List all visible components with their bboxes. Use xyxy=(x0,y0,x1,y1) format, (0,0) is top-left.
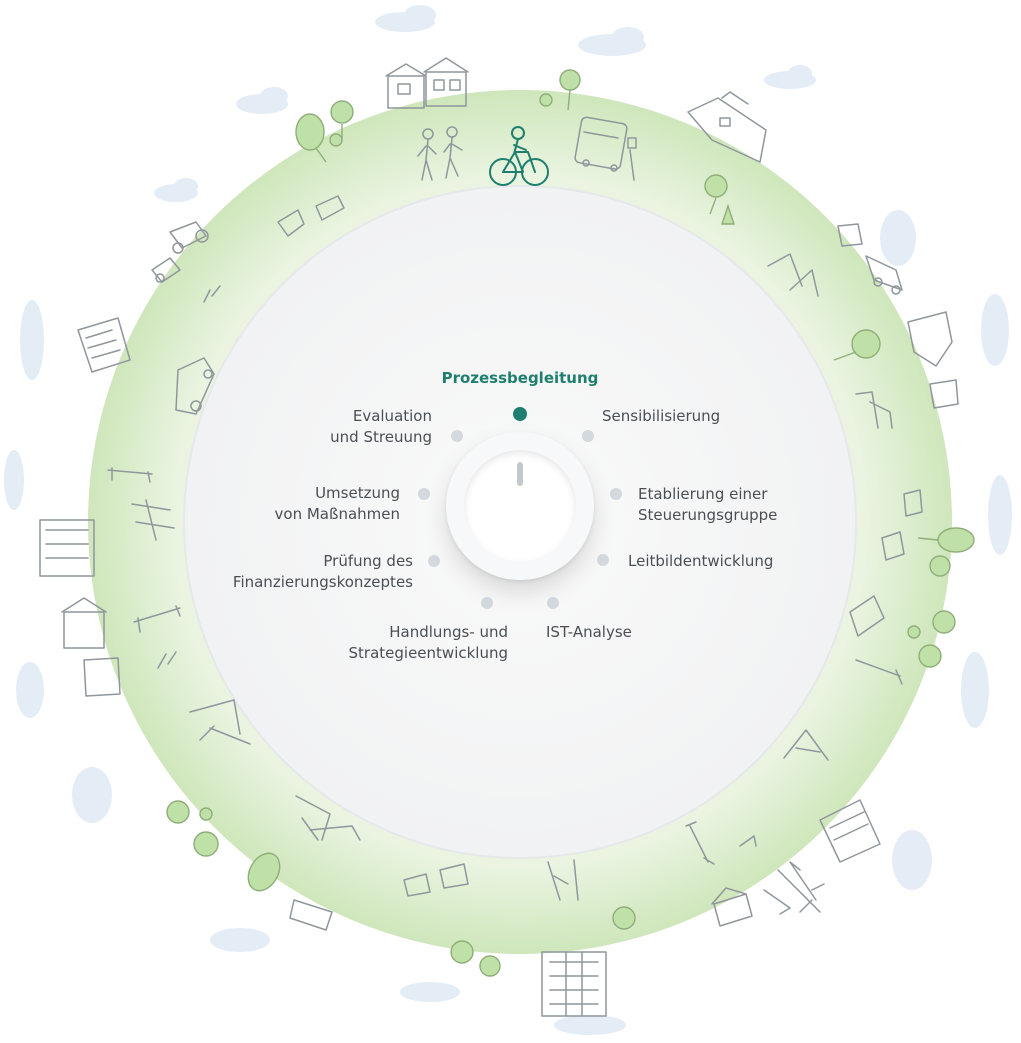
apartment-building-icon xyxy=(39,519,95,577)
car-icon xyxy=(929,379,959,409)
truck-icon xyxy=(83,657,121,697)
people-walking-icon xyxy=(767,253,819,297)
tree-icon xyxy=(539,69,581,111)
cloud-icon xyxy=(375,5,436,32)
crane-icon xyxy=(763,861,825,915)
cow-icon xyxy=(277,195,345,237)
step-label-sensibilisierung[interactable]: Sensibilisierung xyxy=(602,407,721,425)
tree-icon xyxy=(329,100,354,147)
bicycle-icon xyxy=(489,126,549,186)
step-label-leitbildentwicklung[interactable]: Leitbildentwicklung xyxy=(628,552,774,570)
houses-icon xyxy=(61,597,107,649)
step-dot-ist-analyse[interactable] xyxy=(547,597,559,609)
tree-icon xyxy=(917,527,975,577)
tree-icon xyxy=(612,906,636,930)
truck-icon xyxy=(865,255,903,295)
people-walking-icon xyxy=(189,699,251,745)
cloud-icon xyxy=(400,982,460,1002)
cloud-icon xyxy=(880,210,916,266)
step-label-evaluation[interactable]: Evaluation und Streuung xyxy=(330,407,432,446)
car-icon xyxy=(849,595,885,637)
cloud-icon xyxy=(578,27,646,56)
plant-icon xyxy=(739,835,757,847)
cloud-icon xyxy=(981,294,1009,366)
apartment-building-icon xyxy=(541,951,607,1017)
people-walking-icon xyxy=(417,126,463,181)
step-dot-evaluation[interactable] xyxy=(451,430,463,442)
cloud-icon xyxy=(554,1015,626,1035)
cloud-icon xyxy=(4,450,24,510)
step-label-steuerungsgruppe[interactable]: Etablierung einer Steuerungsgruppe xyxy=(638,485,778,524)
car-icon xyxy=(175,357,215,415)
step-dot-prozessbegleitung[interactable] xyxy=(513,407,527,421)
people-walking-icon xyxy=(131,499,175,541)
clouds xyxy=(4,5,1012,1035)
trees xyxy=(166,69,975,977)
tree-icon xyxy=(833,329,881,361)
apartment-building-icon xyxy=(77,317,131,373)
step-dot-steuerungsgruppe[interactable] xyxy=(610,488,622,500)
tree-icon xyxy=(450,940,501,977)
people-walking-icon xyxy=(295,795,361,841)
knob-pointer xyxy=(517,462,523,486)
cloud-icon xyxy=(20,300,44,380)
step-dot-handlungs-strategie[interactable] xyxy=(481,597,493,609)
cloud-icon xyxy=(988,475,1012,555)
cloud-icon xyxy=(892,830,932,890)
tree-icon xyxy=(166,800,219,857)
cow-icon xyxy=(881,489,923,561)
ring-icons xyxy=(39,57,959,1017)
step-label-finanzierung[interactable]: Prüfung des Finanzierungskonzeptes xyxy=(232,552,413,591)
cow-icon xyxy=(403,863,469,897)
tractor-icon xyxy=(151,221,209,283)
cloud-icon xyxy=(961,652,989,728)
selector-knob[interactable] xyxy=(446,432,594,580)
tree-icon xyxy=(295,113,327,163)
houses-icon xyxy=(711,887,753,927)
step-label-umsetzung[interactable]: Umsetzung von Maßnahmen xyxy=(274,484,400,523)
step-label-ist-analyse[interactable]: IST-Analyse xyxy=(546,623,632,641)
factory-icon xyxy=(687,91,767,163)
cloud-icon xyxy=(72,767,112,823)
car-icon xyxy=(837,223,863,247)
car-icon xyxy=(289,899,333,931)
tree-icon xyxy=(247,852,281,892)
people-walking-icon xyxy=(547,859,579,901)
tree-icon xyxy=(704,174,735,225)
plant-icon xyxy=(157,651,177,669)
cloud-icon xyxy=(764,65,816,89)
cloud-icon xyxy=(210,928,270,952)
apartment-building-icon xyxy=(819,799,881,863)
houses-icon xyxy=(385,57,469,109)
streetlamp-icon xyxy=(685,821,715,865)
step-dot-umsetzung[interactable] xyxy=(418,488,430,500)
streetlamp-icon xyxy=(133,605,181,633)
streetlamp-icon xyxy=(107,467,153,483)
cloud-icon xyxy=(236,87,288,114)
bus-icon xyxy=(574,116,637,181)
step-label-prozessbegleitung[interactable]: Prozessbegleitung xyxy=(441,369,599,387)
people-walking-icon xyxy=(783,729,829,761)
factory-icon xyxy=(907,311,953,367)
streetlamp-icon xyxy=(855,659,903,685)
step-dot-finanzierung[interactable] xyxy=(428,555,440,567)
tree-icon xyxy=(907,610,956,668)
plant-icon xyxy=(203,285,221,303)
cloud-icon xyxy=(16,662,44,718)
step-dot-leitbildentwicklung[interactable] xyxy=(597,554,609,566)
people-walking-icon xyxy=(855,391,893,429)
cloud-icon xyxy=(154,178,198,202)
step-label-handlungs-strategie[interactable]: Handlungs- und Strategieentwicklung xyxy=(348,623,508,662)
step-dot-sensibilisierung[interactable] xyxy=(582,430,594,442)
